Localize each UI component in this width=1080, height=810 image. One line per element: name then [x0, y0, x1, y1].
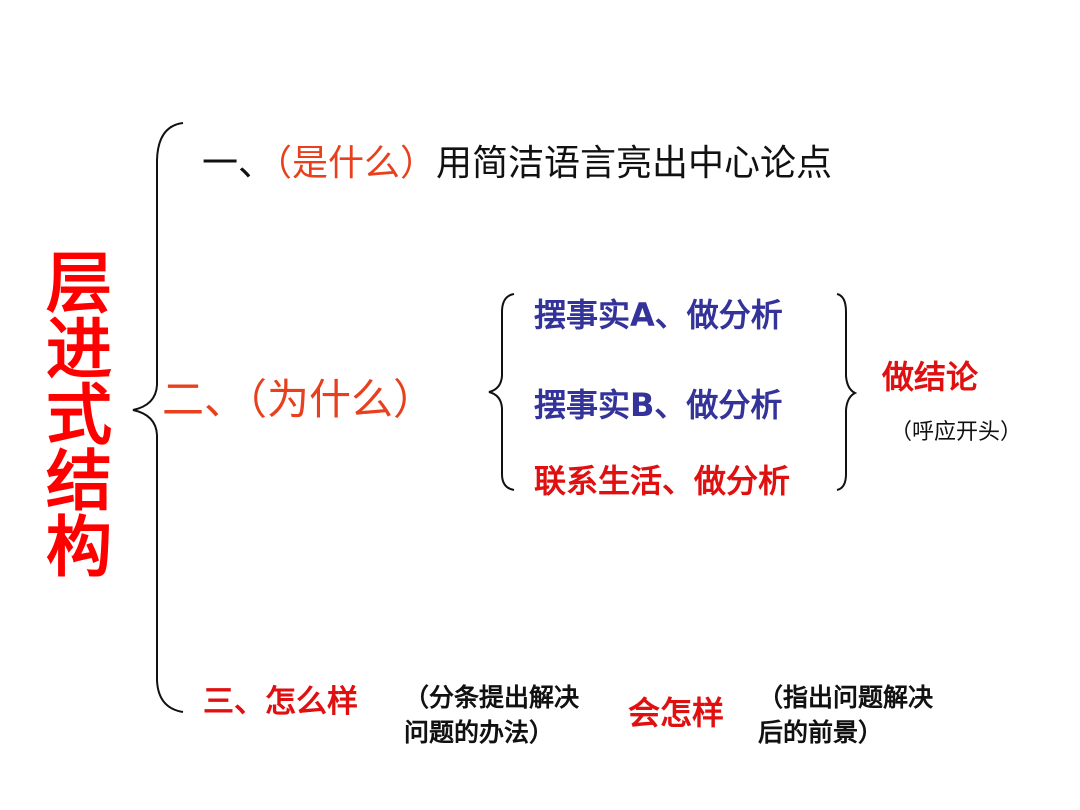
main-brace	[132, 122, 184, 713]
point-one-prefix: 一、	[202, 143, 275, 184]
title-char: 层	[46, 244, 112, 322]
point-one: 一、（是什么）用简洁语言亮出中心论点	[202, 134, 832, 186]
point-one-question: （是什么）	[274, 143, 437, 184]
point-three-note-line2: 问题的办法）	[404, 718, 555, 747]
point-three-note: （分条提出解决 问题的办法）	[404, 680, 579, 750]
fact-a-item: 摆事实A、做分析	[534, 296, 783, 334]
sub-brace-right	[836, 293, 858, 491]
title-char: 结	[46, 442, 112, 520]
outcome-label: 会怎样	[628, 694, 725, 732]
point-three-note-line1: （分条提出解决	[404, 683, 580, 712]
life-link-item: 联系生活、做分析	[534, 462, 791, 500]
outcome-note-line2: 后的前景）	[758, 718, 884, 747]
outcome-note-line1: （指出问题解决	[758, 683, 934, 712]
point-one-text: 用简洁语言亮出中心论点	[436, 143, 833, 184]
title-char: 进	[46, 310, 112, 388]
sub-brace-left	[488, 293, 515, 491]
structure-title: 层 进 式 结 构	[42, 250, 116, 580]
outcome-note: （指出问题解决 后的前景）	[758, 680, 933, 750]
title-char: 式	[46, 376, 112, 454]
point-three-label: 三、怎么样	[203, 684, 358, 720]
conclusion-note: （呼应开头）	[890, 420, 1023, 445]
fact-b-item: 摆事实B、做分析	[534, 386, 783, 424]
conclusion-label: 做结论	[882, 358, 979, 396]
point-two-label: 二、（为什么）	[162, 375, 436, 424]
title-char: 构	[46, 508, 112, 586]
